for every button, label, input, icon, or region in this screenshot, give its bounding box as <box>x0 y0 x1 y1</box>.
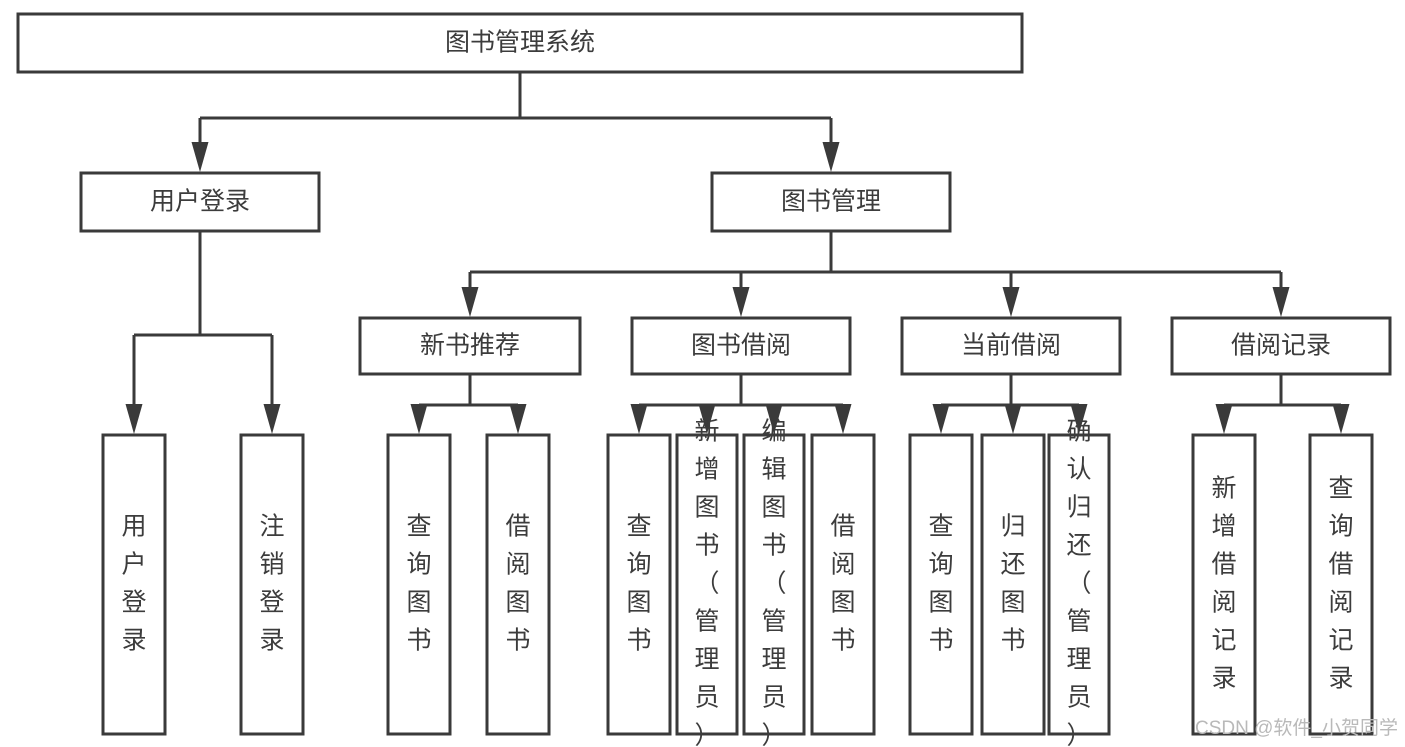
node-box-user-login <box>79 171 321 233</box>
node-label-new-book-rec: 新书推荐 <box>420 332 520 360</box>
node-box-leaf-logout <box>239 433 305 736</box>
node-layer: 图书管理系统用户登录图书管理新书推荐图书借阅当前借阅借阅记录用户登录注销登录查询… <box>16 12 1392 747</box>
node-box-borrow-record <box>1170 316 1392 376</box>
node-label-book-borrow: 图书借阅 <box>691 332 791 360</box>
node-label-leaf-confirm-return: 确认归还（管理员） <box>1066 417 1091 747</box>
node-label-borrow-record: 借阅记录 <box>1231 332 1331 360</box>
node-box-leaf-query-book-cur <box>908 433 974 736</box>
node-box-book-manage <box>710 171 952 233</box>
node-leaf-query-book-borrow[interactable]: 查询图书 <box>606 433 672 736</box>
connector-group <box>191 72 840 172</box>
node-label-leaf-query-book-cur: 查询图书 <box>928 512 953 654</box>
node-box-leaf-add-book <box>675 433 739 736</box>
node-box-leaf-query-book-rec <box>386 433 452 736</box>
connector-group <box>1215 374 1350 434</box>
node-label-leaf-query-book-rec: 查询图书 <box>406 512 431 654</box>
watermark-layer: CSDN @软件_小贺同学 <box>1195 717 1398 739</box>
node-leaf-return-book[interactable]: 归还图书 <box>980 433 1046 736</box>
node-box-book-borrow <box>630 316 852 376</box>
connector-group <box>410 374 527 434</box>
node-leaf-add-book[interactable]: 新增图书（管理员） <box>675 417 739 747</box>
node-label-leaf-borrow-book: 借阅图书 <box>830 512 855 654</box>
node-user-login[interactable]: 用户登录 <box>79 171 321 233</box>
node-leaf-edit-book[interactable]: 编辑图书（管理员） <box>742 417 806 747</box>
node-label-leaf-add-book: 新增图书（管理员） <box>694 417 719 747</box>
node-leaf-user-login[interactable]: 用户登录 <box>101 433 167 736</box>
connector-group <box>125 231 281 434</box>
node-label-leaf-user-login: 用户登录 <box>121 512 146 654</box>
node-box-leaf-query-record <box>1308 433 1374 736</box>
node-label-leaf-return-book: 归还图书 <box>1000 512 1025 654</box>
node-book-manage[interactable]: 图书管理 <box>710 171 952 233</box>
connector-group <box>630 374 852 434</box>
node-box-leaf-borrow-book-rec <box>485 433 551 736</box>
node-leaf-confirm-return[interactable]: 确认归还（管理员） <box>1047 417 1111 747</box>
node-box-new-book-rec <box>358 316 582 376</box>
node-label-leaf-add-record: 新增借阅记录 <box>1211 474 1236 692</box>
node-label-leaf-edit-book: 编辑图书（管理员） <box>761 417 786 747</box>
node-label-leaf-borrow-book-rec: 借阅图书 <box>505 512 530 654</box>
node-new-book-rec[interactable]: 新书推荐 <box>358 316 582 376</box>
node-label-root: 图书管理系统 <box>445 29 595 57</box>
connector-group <box>461 231 1290 317</box>
node-box-leaf-confirm-return <box>1047 433 1111 736</box>
connector-group <box>932 374 1088 434</box>
node-box-current-borrow <box>900 316 1122 376</box>
node-label-leaf-logout: 注销登录 <box>259 512 284 654</box>
node-book-borrow[interactable]: 图书借阅 <box>630 316 852 376</box>
node-box-leaf-user-login <box>101 433 167 736</box>
node-label-leaf-query-book-borrow: 查询图书 <box>626 512 651 654</box>
node-label-leaf-query-record: 查询借阅记录 <box>1328 474 1353 692</box>
node-leaf-add-record[interactable]: 新增借阅记录 <box>1191 433 1257 736</box>
node-box-leaf-return-book <box>980 433 1046 736</box>
node-borrow-record[interactable]: 借阅记录 <box>1170 316 1392 376</box>
node-leaf-borrow-book[interactable]: 借阅图书 <box>810 433 876 736</box>
node-label-user-login: 用户登录 <box>150 188 250 216</box>
csdn-watermark: CSDN @软件_小贺同学 <box>1195 717 1398 739</box>
node-box-leaf-edit-book <box>742 433 806 736</box>
node-box-leaf-add-record <box>1191 433 1257 736</box>
node-leaf-query-record[interactable]: 查询借阅记录 <box>1308 433 1374 736</box>
node-label-book-manage: 图书管理 <box>781 188 881 216</box>
node-box-root <box>16 12 1024 74</box>
node-leaf-query-book-rec[interactable]: 查询图书 <box>386 433 452 736</box>
node-leaf-logout[interactable]: 注销登录 <box>239 433 305 736</box>
node-box-leaf-borrow-book <box>810 433 876 736</box>
connector-layer <box>125 72 1350 434</box>
node-leaf-query-book-cur[interactable]: 查询图书 <box>908 433 974 736</box>
node-label-current-borrow: 当前借阅 <box>961 332 1061 360</box>
node-root[interactable]: 图书管理系统 <box>16 12 1024 74</box>
node-box-leaf-query-book-borrow <box>606 433 672 736</box>
node-leaf-borrow-book-rec[interactable]: 借阅图书 <box>485 433 551 736</box>
node-current-borrow[interactable]: 当前借阅 <box>900 316 1122 376</box>
